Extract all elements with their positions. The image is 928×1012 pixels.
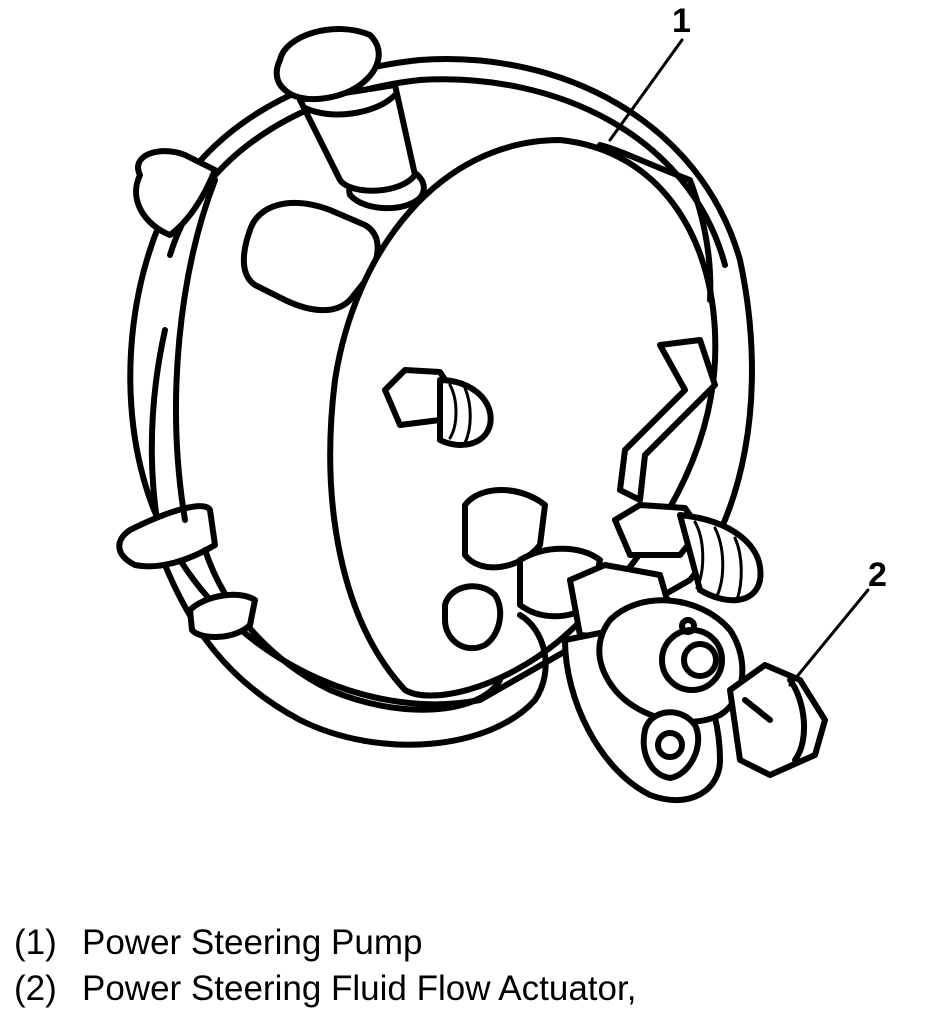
leader-line-2 (788, 588, 870, 687)
return-hose (116, 177, 549, 748)
outlet-boss (462, 487, 548, 571)
callout-number-2: 2 (868, 556, 887, 594)
legend-item-2: (2) Power Steering Fluid Flow Actuator, (14, 966, 636, 1012)
flow-actuator (562, 502, 828, 803)
leader-line-1 (608, 38, 684, 142)
filler-cap (273, 26, 427, 212)
legend-key: (1) (14, 923, 57, 962)
pump-illustration (116, 26, 870, 803)
pump-side-notch (617, 337, 718, 503)
legend-item-1: (1) Power Steering Pump (14, 920, 636, 966)
legend-label: Power Steering Fluid Flow Actuator, (82, 969, 637, 1008)
callout-number-1: 1 (672, 2, 691, 40)
legend-label: Power Steering Pump (82, 923, 423, 962)
pump-front-face (327, 137, 719, 699)
legend-key: (2) (14, 969, 57, 1008)
pump-mount-boss (133, 148, 218, 238)
center-stud (382, 367, 494, 448)
leader-lines (608, 38, 870, 687)
legend: (1) Power Steering Pump (2) Power Steeri… (14, 920, 636, 1012)
